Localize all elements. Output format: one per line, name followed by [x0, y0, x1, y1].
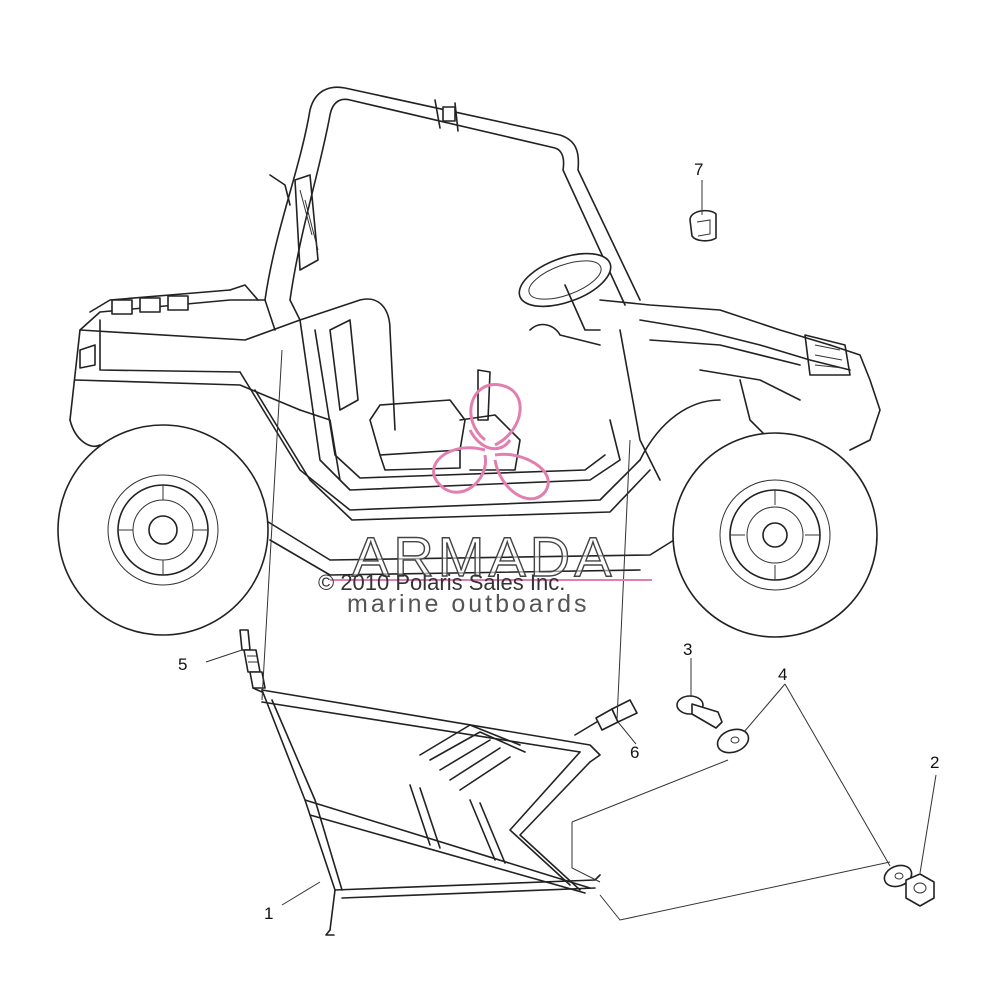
callout-3: 3	[683, 640, 692, 659]
callout-1: 1	[264, 904, 273, 923]
callout-6: 6	[630, 743, 639, 762]
watermark-logo-text: ARMADA	[352, 525, 616, 588]
washer-part-4	[716, 728, 913, 888]
callout-5: 5	[178, 655, 187, 674]
buckle-part-6	[574, 699, 638, 736]
watermark-copyright: © 2010 Polaris Sales Inc.	[318, 570, 565, 595]
watermark: ARMADA © 2010 Polaris Sales Inc. marine …	[318, 383, 652, 618]
nut-part-2	[905, 873, 935, 907]
rear-wheel	[57, 424, 269, 636]
callout-7: 7	[694, 160, 703, 179]
watermark-emblem-icon	[432, 383, 550, 501]
callout-2: 2	[930, 753, 939, 772]
assembly-lines	[261, 349, 891, 921]
strap-part-5	[239, 629, 266, 693]
watermark-subtitle: marine outboards	[347, 590, 590, 618]
front-wheel	[672, 432, 878, 638]
door-frame-part-1	[261, 689, 601, 936]
callout-4: 4	[778, 665, 787, 684]
rivet-part-3	[676, 695, 723, 729]
vehicle-illustration	[57, 86, 881, 638]
leader-lines	[205, 180, 937, 906]
clip-part-7	[689, 209, 717, 242]
